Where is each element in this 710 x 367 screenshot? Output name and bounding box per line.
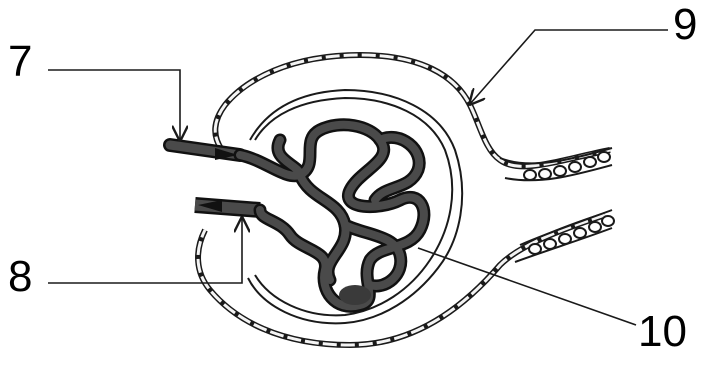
leader-9 (470, 30, 668, 104)
leader-8 (48, 218, 242, 283)
label-capsule: 9 (673, 3, 697, 47)
label-afferent: 7 (8, 40, 32, 84)
label-efferent: 8 (8, 255, 32, 299)
afferent-arteriole (170, 145, 240, 160)
leader-7 (48, 70, 180, 140)
glomerulus (240, 125, 424, 307)
efferent-arteriole (195, 200, 260, 212)
label-glomerulus: 10 (638, 310, 687, 354)
